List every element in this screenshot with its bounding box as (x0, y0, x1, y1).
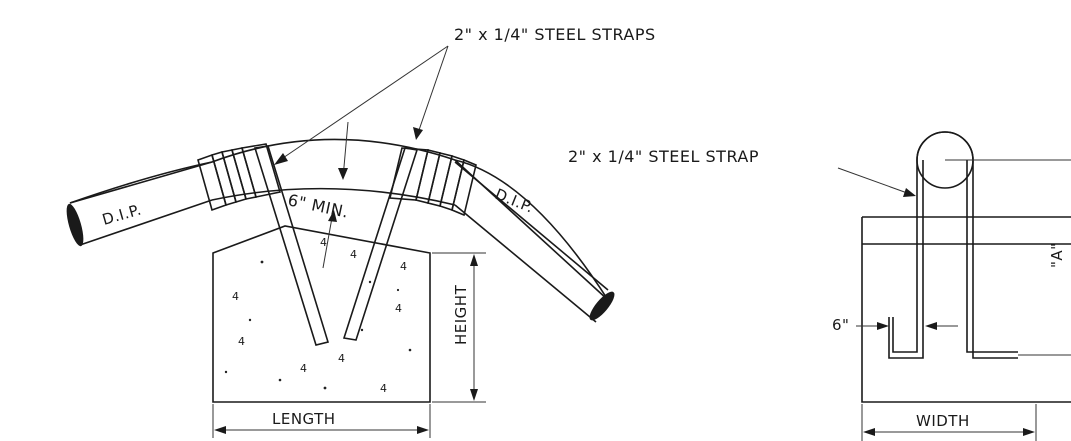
pipe-outline-right-top (454, 161, 609, 291)
svg-text:4: 4 (232, 290, 240, 303)
six-inch-dimension: 6" (832, 316, 958, 334)
svg-text:4: 4 (238, 335, 246, 348)
steel-strap-callout: 2" x 1/4" STEEL STRAP (568, 147, 759, 166)
left-mechanical-joint (197, 143, 282, 212)
elevation-view: 4 4 4 4 4 4 4 4 4 (66, 25, 656, 438)
svg-text:6": 6" (832, 316, 849, 334)
svg-text:WIDTH: WIDTH (916, 412, 970, 430)
section-view: 2" x 1/4" STEEL STRAP "A" 6" WIDTH (568, 131, 1071, 441)
svg-text:4: 4 (320, 236, 328, 249)
min-clearance-label: 6" MIN. (286, 190, 350, 221)
svg-text:4: 4 (400, 260, 408, 273)
section-steel-strap (888, 160, 1018, 359)
svg-text:LENGTH: LENGTH (272, 410, 336, 428)
height-dimension: HEIGHT (432, 252, 486, 403)
dimension-a-label: "A" (1048, 242, 1066, 268)
pipe-outline-right-bottom (454, 204, 597, 323)
dip-label-left: D.I.P. (100, 201, 143, 229)
svg-text:4: 4 (395, 302, 403, 315)
pipe-bend-inner-wall (211, 187, 456, 206)
pipe-outline-left-top (69, 161, 213, 204)
pipe-bend-outer-wall (69, 138, 609, 301)
svg-text:4: 4 (350, 248, 358, 261)
svg-text:HEIGHT: HEIGHT (452, 284, 470, 345)
svg-text:4: 4 (300, 362, 308, 375)
pipe-outline-left-bottom (79, 199, 213, 246)
concrete-aggregate-marks: 4 4 4 4 4 4 4 4 4 (224, 236, 412, 395)
steel-straps-callout: 2" x 1/4" STEEL STRAPS (454, 25, 656, 44)
pipe-end-right (589, 291, 615, 321)
right-mechanical-joint (389, 147, 477, 217)
steel-strap-left (253, 145, 330, 346)
svg-text:4: 4 (380, 382, 388, 395)
pipe-end-left (66, 203, 84, 247)
svg-text:4: 4 (338, 352, 346, 365)
steel-strap-right (342, 147, 419, 341)
width-dimension: WIDTH (861, 404, 1037, 441)
concrete-thrust-block (212, 225, 431, 403)
length-dimension: LENGTH (212, 404, 431, 438)
